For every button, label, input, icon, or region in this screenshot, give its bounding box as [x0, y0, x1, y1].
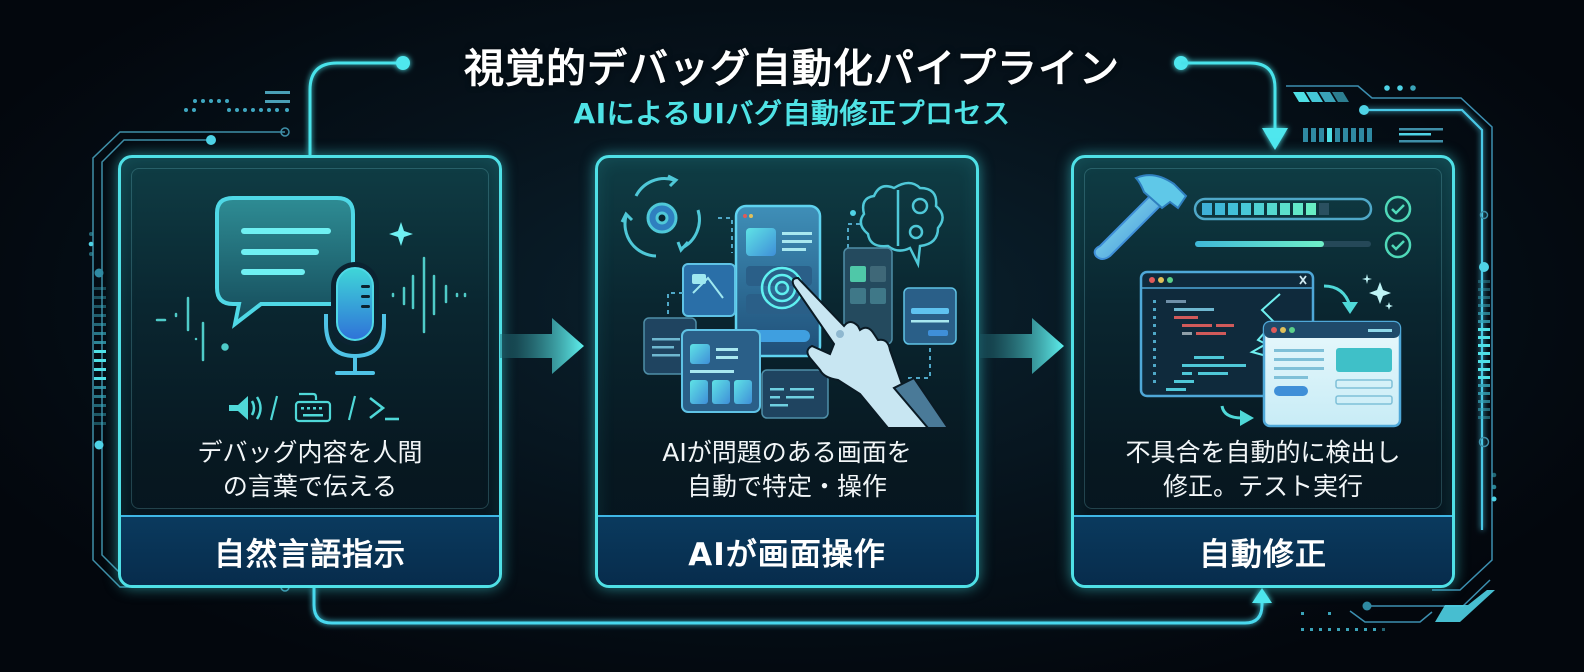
inner-frame — [1084, 168, 1442, 509]
terminal-prompt-icon — [369, 396, 399, 421]
arrow-right-icon — [980, 318, 1064, 374]
form-window-icon — [903, 287, 957, 345]
brain-gear-icon — [859, 181, 944, 269]
step-label: 自動修正 — [1199, 536, 1327, 573]
step-label: AIが画面操作 — [688, 536, 886, 573]
robot-hand-icon — [791, 276, 950, 428]
step-label-bar: 自然言語指示 — [121, 515, 499, 585]
page-subtitle: AIによるUIバグ自動修正プロセス — [573, 97, 1011, 130]
card-window-icon — [681, 329, 761, 413]
fixed-window-icon — [1262, 320, 1402, 428]
speaker-icon — [229, 396, 262, 420]
arrow-right-icon — [500, 318, 584, 374]
microphone-icon — [324, 262, 386, 375]
progress-bar-icon — [1193, 197, 1373, 247]
sparkle-icon — [389, 222, 413, 246]
sparkle-icon — [1362, 274, 1393, 310]
step-label-bar: 自動修正 — [1074, 515, 1452, 585]
image-window-icon — [682, 263, 736, 317]
keyboard-icon — [294, 392, 332, 423]
step-label: 自然言語指示 — [214, 536, 406, 573]
step-2-illustration — [620, 174, 957, 428]
sound-wave-icon — [155, 256, 467, 362]
code-window-icon — [761, 369, 829, 419]
check-circle-icon — [1384, 195, 1412, 259]
step-description: AIが問題のある画面を 自動で特定・操作 — [662, 438, 912, 501]
step-card-auto-fix: 不具合を自動的に検出し 修正。テスト実行 自動修正 — [1071, 155, 1455, 588]
step-label-bar: AIが画面操作 — [598, 515, 976, 585]
step-3-illustration — [1093, 174, 1412, 428]
step-card-natural-language: デバッグ内容を人間 の言葉で伝える 自然言語指示 — [118, 155, 502, 588]
inner-frame — [131, 168, 489, 509]
step-card-ai-screen-operation: AIが問題のある画面を 自動で特定・操作 AIが画面操作 — [595, 155, 979, 588]
hammer-icon — [1093, 174, 1188, 260]
grid-window-icon — [843, 247, 893, 345]
step-description: 不具合を自動的に検出し 修正。テスト実行 — [1125, 438, 1401, 501]
chat-bubble-icon — [215, 196, 355, 329]
gear-cycle-icon — [620, 174, 701, 258]
step-description: デバッグ内容を人間 の言葉で伝える — [197, 438, 423, 501]
page-title: 視覚的デバッグ自動化パイプライン — [464, 46, 1120, 92]
step-1-illustration — [155, 196, 467, 423]
